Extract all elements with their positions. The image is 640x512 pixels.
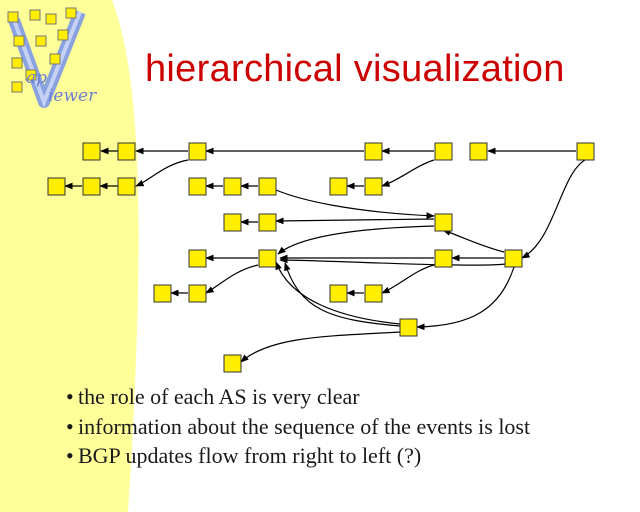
- as-node: [364, 177, 383, 196]
- as-node: [82, 142, 101, 161]
- edge: [275, 189, 435, 219]
- as-node: [223, 177, 242, 196]
- aviewer-logo: ap iewer: [6, 6, 116, 116]
- as-node: [258, 213, 277, 232]
- as-node: [223, 213, 242, 232]
- edge: [284, 262, 401, 327]
- as-node: [47, 177, 66, 196]
- edge: [277, 225, 435, 255]
- as-node: [223, 354, 242, 373]
- bullet-item: •the role of each AS is very clear: [66, 382, 530, 412]
- as-node: [153, 284, 172, 303]
- as-node: [364, 142, 383, 161]
- as-node: [188, 249, 207, 268]
- slide-title: hierarchical visualization: [145, 48, 565, 90]
- bullet-dot-icon: •: [66, 443, 74, 468]
- edge: [279, 256, 507, 266]
- bullet-dot-icon: •: [66, 413, 74, 439]
- edge: [381, 264, 435, 294]
- as-node: [329, 284, 348, 303]
- yellow-band: [0, 0, 139, 512]
- as-node: [258, 177, 277, 196]
- as-node: [576, 142, 595, 161]
- as-node: [434, 249, 453, 268]
- bullet-text: information about the sequence of the ev…: [78, 413, 531, 439]
- as-node: [434, 142, 453, 161]
- logo-iewer-text: iewer: [48, 86, 97, 106]
- bullet-list: •the role of each AS is very clear •info…: [66, 382, 530, 471]
- as-node: [117, 142, 136, 161]
- as-node: [188, 177, 207, 196]
- as-node: [399, 318, 418, 337]
- edge: [275, 217, 435, 225]
- as-node: [188, 284, 207, 303]
- edge: [275, 261, 401, 325]
- bullet-dot-icon: •: [66, 384, 74, 409]
- as-node: [188, 142, 207, 161]
- as-node: [258, 249, 277, 268]
- edge: [135, 159, 189, 187]
- bullet-text: the role of each AS is very clear: [78, 384, 360, 409]
- edge: [521, 159, 586, 259]
- logo-mark-icon: [7, 7, 86, 108]
- as-node: [117, 177, 136, 196]
- as-node: [329, 177, 348, 196]
- as-node: [364, 284, 383, 303]
- as-node: [504, 249, 523, 268]
- bullet-text: BGP updates flow from right to left (?): [78, 443, 422, 468]
- as-node: [434, 213, 453, 232]
- edge: [240, 331, 401, 363]
- edge: [442, 229, 505, 253]
- as-node: [469, 142, 488, 161]
- edge: [205, 264, 259, 294]
- edge: [416, 266, 515, 331]
- bullet-item: •BGP updates flow from right to left (?): [66, 441, 530, 471]
- bullet-item: •information about the sequence of the e…: [66, 412, 530, 442]
- edge: [381, 159, 435, 187]
- logo-ap-text: ap: [26, 68, 48, 88]
- as-node: [82, 177, 101, 196]
